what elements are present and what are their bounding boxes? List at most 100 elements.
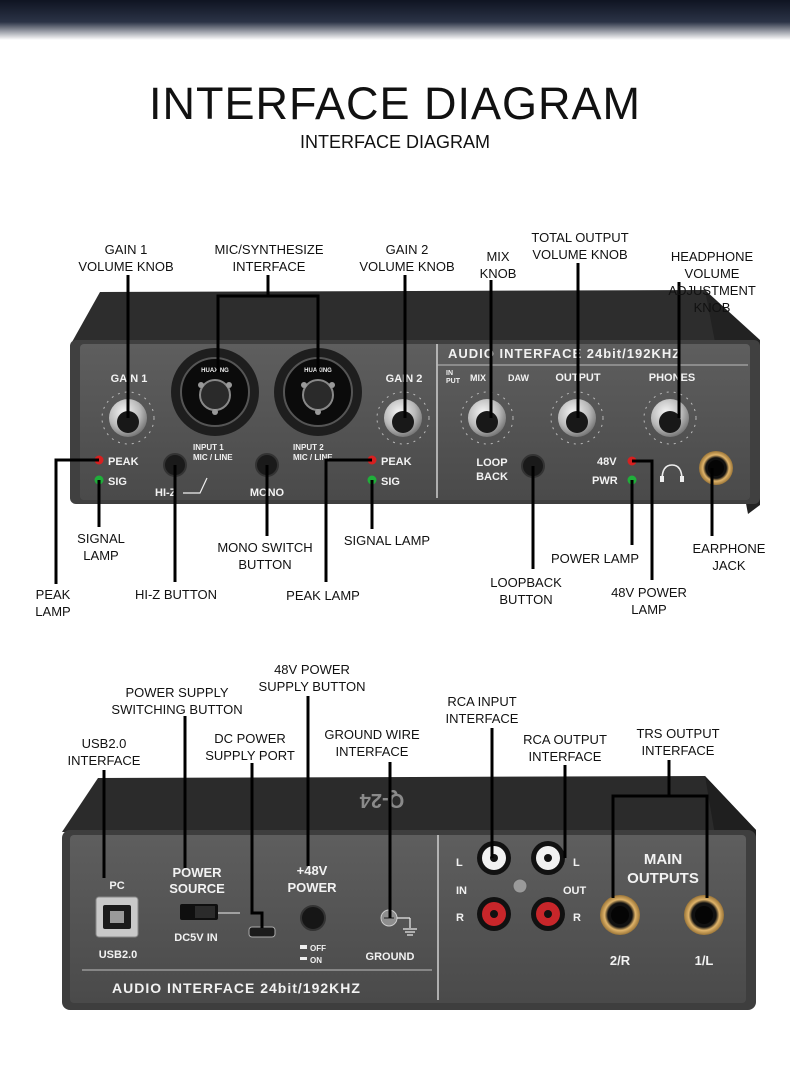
rca-in-r-pin: [490, 910, 498, 918]
gain1-center: [117, 411, 139, 433]
callout-total-output-knob: TOTAL OUTPUT VOLUME KNOB: [531, 230, 629, 262]
xlr2-jack: [302, 379, 334, 411]
rca-center-screw: [512, 878, 528, 894]
rca-output-right[interactable]: [531, 897, 565, 931]
ground-label: GROUND: [366, 951, 415, 963]
xlr1-brand: HUAXING: [201, 368, 229, 374]
rca-out-label: OUT: [563, 885, 587, 897]
callout-peak-lamp-left: PEAK LAMP: [35, 587, 71, 619]
rear-panel: Q-24 PC USB2.0 POWER SOURCE DC5V IN +48V…: [62, 776, 756, 1010]
rear-device-top: [62, 776, 756, 832]
v48-led-leader: [632, 459, 654, 580]
peak-label-2: PEAK: [381, 456, 412, 468]
dc-port-leader: [250, 763, 264, 928]
loop-label: LOOP: [476, 457, 507, 469]
page-title: INTERFACE DIAGRAM: [148, 78, 642, 129]
callout-gain2-knob: GAIN 2 VOLUME KNOB: [359, 242, 455, 274]
trs-2r-hole: [611, 906, 629, 924]
input2-label: INPUT 2: [293, 443, 324, 452]
rear-callout-lines: [102, 696, 709, 928]
front-brand-label: AUDIO INTERFACE 24bit/192KHZ: [448, 346, 681, 361]
hiz-bracket: [183, 477, 208, 494]
callout-signal-lamp-right: SIGNAL LAMP: [343, 533, 431, 548]
callout-mono-button: MONO SWITCH BUTTON: [217, 540, 313, 572]
input2-sub-label: MIC / LINE: [293, 453, 333, 462]
earphone-jack[interactable]: [699, 451, 733, 485]
xlr1-pin: [212, 409, 218, 415]
gain2-scale: [376, 391, 430, 445]
callout-hiz-button: HI-Z BUTTON: [134, 587, 218, 602]
rca-r-label-out: R: [573, 912, 581, 924]
xlr-combo-input-1[interactable]: HUAXING: [171, 348, 259, 436]
xlr1-pin: [226, 382, 232, 388]
callout-48v-power-lamp: 48V POWER LAMP: [611, 585, 687, 617]
off-symbol: [300, 945, 307, 949]
mix-put-label: PUT: [446, 378, 461, 385]
gain1-scale: [101, 391, 155, 445]
power-source-label-2: SOURCE: [169, 881, 225, 896]
main-outputs-label-2: OUTPUTS: [627, 870, 699, 887]
gain2-knob[interactable]: [376, 391, 430, 445]
xlr1-jack: [199, 379, 231, 411]
mix-label: MIX: [470, 373, 486, 383]
usb-b-port[interactable]: [95, 896, 139, 938]
trs-output-1l[interactable]: [684, 895, 724, 935]
callout-rca-input: RCA INPUT INTERFACE: [445, 694, 519, 726]
peak-right-leader: [324, 458, 372, 582]
power-source-label-1: POWER: [172, 865, 222, 880]
rca-out-l-pin: [544, 854, 552, 862]
main-outputs-label-1: MAIN: [644, 851, 682, 868]
top-gradient-bar: [0, 0, 790, 40]
input1-label: INPUT 1: [193, 443, 224, 452]
sig-label-2: SIG: [381, 476, 400, 488]
rear-brand-label: AUDIO INTERFACE 24bit/192KHZ: [112, 980, 361, 996]
dc-port-shell: [248, 926, 276, 938]
rca-output-left[interactable]: [531, 841, 565, 875]
headphone-icon: [660, 464, 684, 482]
rca-l-label-out: L: [573, 857, 580, 869]
v48-label: 48V: [597, 456, 617, 468]
mix-scale: [460, 391, 514, 445]
xlr-combo-input-2[interactable]: HUAXING: [274, 348, 362, 436]
rca-out-r-pin: [544, 910, 552, 918]
callout-usb-interface: USB2.0 INTERFACE: [67, 736, 141, 768]
usb-label: USB2.0: [99, 949, 138, 961]
callout-power-lamp: POWER LAMP: [550, 551, 640, 566]
callout-loopback-button: LOOPBACK BUTTON: [490, 575, 562, 607]
front-callout-lines: [54, 263, 714, 584]
back-label: BACK: [476, 471, 508, 483]
xlr2-pin: [301, 382, 307, 388]
pwr-label: PWR: [592, 475, 618, 487]
p48-label-1: +48V: [297, 863, 328, 878]
ground-symbol-icon: [397, 917, 417, 936]
page-subtitle: INTERFACE DIAGRAM: [299, 132, 491, 152]
callout-power-switch: POWER SUPPLY SWITCHING BUTTON: [111, 685, 243, 717]
pc-label: PC: [109, 880, 124, 892]
output-center: [566, 411, 588, 433]
mix-in-label: IN: [446, 370, 453, 377]
power-source-switch[interactable]: [180, 904, 218, 920]
peak-label-1: PEAK: [108, 456, 139, 468]
dc-power-port[interactable]: [248, 926, 276, 938]
rca-in-label: IN: [456, 885, 467, 897]
trs-bracket-leader: [611, 794, 709, 898]
xlr1-pin: [198, 382, 204, 388]
dc5v-label: DC5V IN: [174, 932, 217, 944]
callout-ground-wire: GROUND WIRE INTERFACE: [324, 727, 420, 759]
rca-input-right[interactable]: [477, 897, 511, 931]
callout-peak-lamp-right: PEAK LAMP: [286, 588, 360, 603]
rca-l-label-in: L: [456, 857, 463, 869]
xlr2-pin: [315, 409, 321, 415]
mix-center: [476, 411, 498, 433]
trs-output-2r[interactable]: [600, 895, 640, 935]
peak-left-leader: [54, 458, 99, 584]
rca-input-left[interactable]: [477, 841, 511, 875]
on-symbol: [300, 957, 307, 960]
phones-scale: [643, 391, 697, 445]
rear-top-print: Q-24: [359, 789, 404, 811]
p48-button[interactable]: [300, 905, 326, 931]
rca-r-label-in: R: [456, 912, 464, 924]
phones-center: [659, 411, 681, 433]
callout-gain1-knob: GAIN 1 VOLUME KNOB: [78, 242, 174, 274]
